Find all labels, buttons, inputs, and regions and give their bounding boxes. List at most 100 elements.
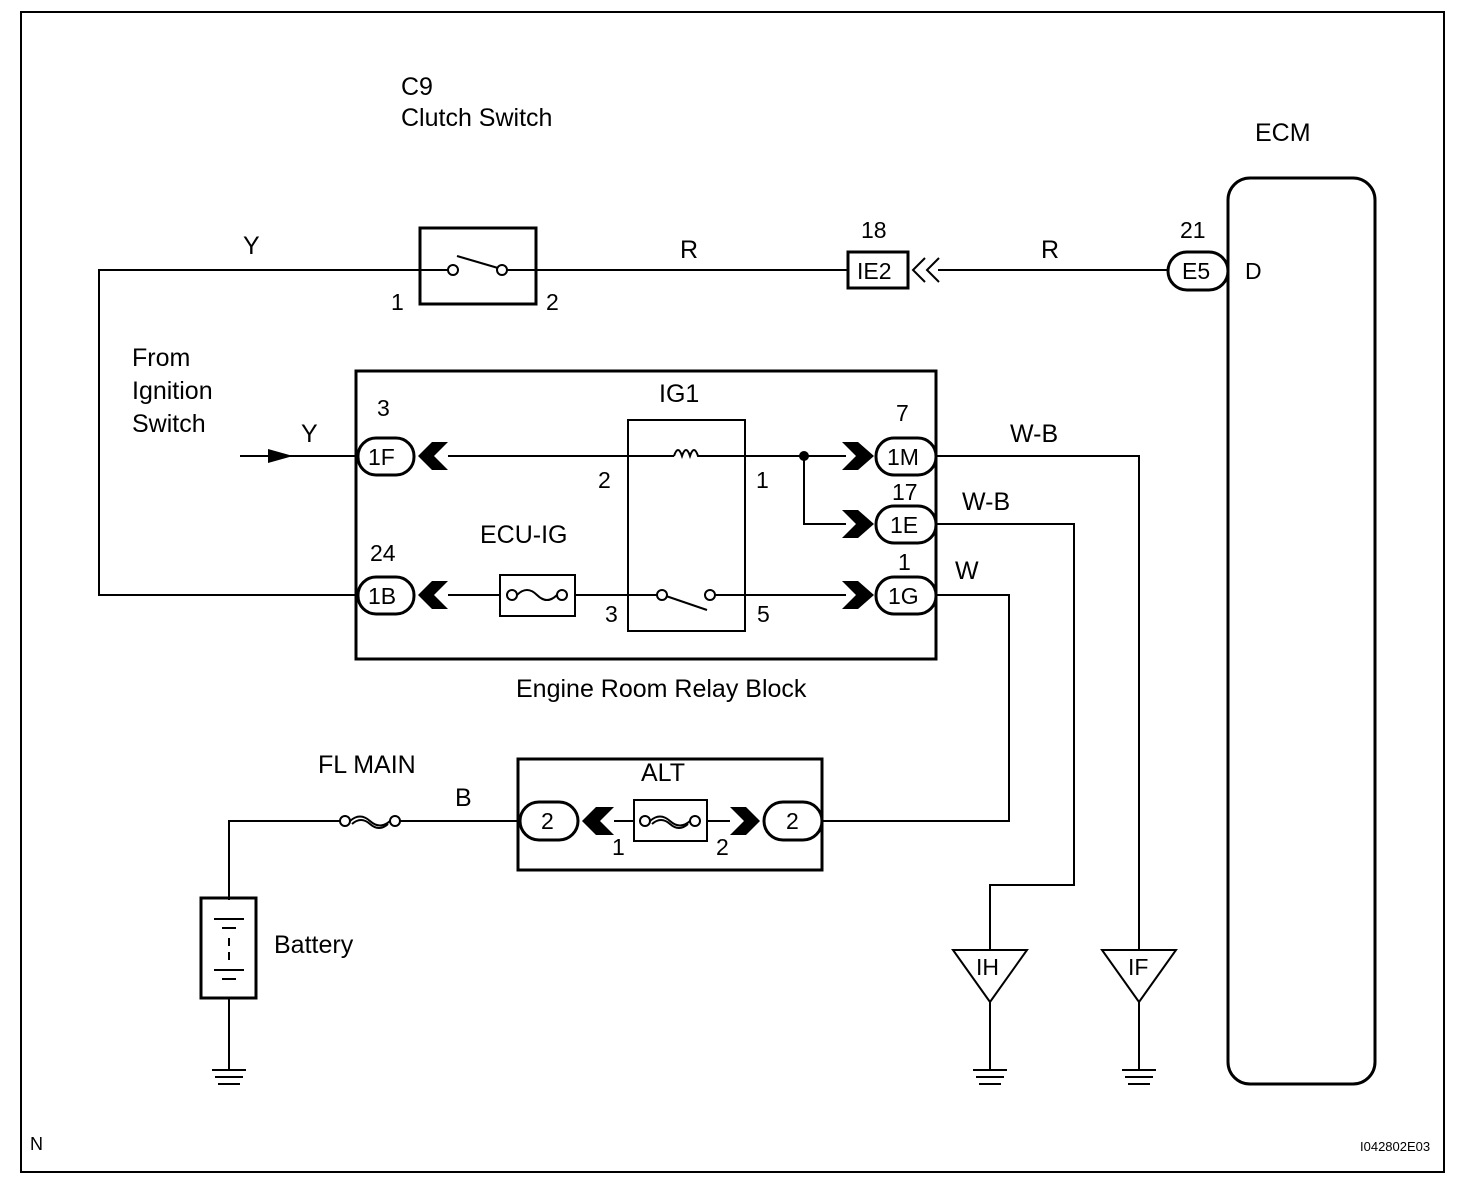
ie2-chevron-1 bbox=[911, 257, 926, 283]
conn-1f-chevron-icon bbox=[418, 442, 448, 470]
wire-label-r-left: R bbox=[680, 236, 698, 264]
clutch-switch-contact-left bbox=[447, 264, 459, 276]
conn-1e-number: 17 bbox=[892, 479, 918, 505]
alt-conn-left bbox=[518, 800, 580, 842]
from-ignition: From Ignition Switch Y bbox=[132, 344, 318, 463]
conn-1e-body bbox=[874, 504, 938, 545]
conn-1g-number: 1 bbox=[898, 549, 911, 575]
ig1-switch-contact-right bbox=[704, 589, 716, 601]
clutch-switch-box bbox=[418, 226, 538, 306]
wire-label-wb-1m: W-B bbox=[1010, 420, 1058, 448]
ecm-terminal-d: D bbox=[1245, 258, 1262, 284]
clutch-switch-pin1: 1 bbox=[391, 289, 404, 315]
ecm-box bbox=[1226, 176, 1377, 1086]
ecm-label: ECM bbox=[1255, 119, 1311, 147]
relay-block-label: Engine Room Relay Block bbox=[516, 675, 807, 703]
fl-main-label: FL MAIN bbox=[318, 751, 416, 779]
fl-main-end-left bbox=[339, 815, 351, 827]
ig1-pin-2: 2 bbox=[598, 467, 611, 493]
ignition-arrow-icon bbox=[268, 449, 293, 463]
conn-1g-label: 1G bbox=[888, 583, 919, 609]
wire-y-loop bbox=[98, 269, 420, 596]
ig1-label: IG1 bbox=[659, 380, 699, 408]
conn-1g-chevron-icon bbox=[842, 581, 874, 609]
ecu-ig-fuse-end-right bbox=[556, 589, 568, 601]
ecu-ig-fuse-end-left bbox=[506, 589, 518, 601]
wire-label-wb-1e: W-B bbox=[962, 488, 1010, 516]
conn-1f-body bbox=[356, 436, 416, 477]
ground-point-if: IF bbox=[1100, 949, 1178, 1085]
conn-1m-number: 7 bbox=[896, 400, 909, 426]
conn-1b-body bbox=[356, 575, 416, 616]
ig1-pin-3: 3 bbox=[605, 601, 618, 627]
from-ignition-line1: From bbox=[132, 344, 190, 372]
alt-conn-right bbox=[762, 800, 824, 842]
battery-box bbox=[199, 896, 258, 1000]
wire-wb-1m bbox=[936, 455, 1140, 950]
ig1-relay-box bbox=[627, 419, 746, 632]
wire-branch-1e bbox=[803, 456, 846, 525]
alt-pin-1: 1 bbox=[612, 834, 625, 860]
ecm: ECM 21 E5 D bbox=[1166, 119, 1377, 1086]
battery: Battery bbox=[199, 896, 354, 1000]
ig1-switch-blade bbox=[665, 595, 708, 611]
relay-block-box bbox=[354, 369, 938, 661]
alt-fusible-link-icon bbox=[649, 815, 691, 827]
alt: ALT 2 2 1 2 bbox=[516, 757, 824, 872]
conn-1b-label: 1B bbox=[368, 583, 396, 609]
ie2-pin-number: 18 bbox=[861, 217, 887, 243]
ig1-pin-1: 1 bbox=[756, 467, 769, 493]
from-ignition-line2: Ignition bbox=[132, 377, 213, 405]
fl-main-end-right bbox=[389, 815, 401, 827]
clutch-switch-blade bbox=[456, 255, 499, 269]
wire-label-y-top: Y bbox=[243, 232, 260, 260]
conn-1m-body bbox=[874, 436, 938, 477]
footer-figure-id: I042802E03 bbox=[1360, 1139, 1430, 1154]
conn-1f-number: 3 bbox=[377, 395, 390, 421]
clutch-switch-contact-right bbox=[496, 264, 508, 276]
ecm-connector-label: E5 bbox=[1182, 258, 1210, 284]
ground-if-label: IF bbox=[1128, 954, 1148, 980]
ie2-box bbox=[846, 250, 910, 290]
alt-pin-2: 2 bbox=[716, 834, 729, 860]
ecu-ig-fuse-box bbox=[499, 574, 576, 617]
wire-label-r-right: R bbox=[1041, 236, 1059, 264]
fusible-link-icon-2 bbox=[351, 819, 389, 829]
ig1-pin-5: 5 bbox=[757, 601, 770, 627]
ground-battery bbox=[212, 1069, 246, 1085]
ie2-label: IE2 bbox=[857, 258, 892, 284]
ig1-coil-icon bbox=[673, 449, 702, 460]
conn-1b-chevron-icon bbox=[418, 581, 448, 609]
wire-b-battery bbox=[228, 820, 340, 900]
clutch-switch-name: Clutch Switch bbox=[401, 104, 552, 132]
ecu-ig-label: ECU-IG bbox=[480, 521, 568, 549]
alt-conn-left-label: 2 bbox=[541, 808, 554, 834]
alt-conn-right-label: 2 bbox=[786, 808, 799, 834]
alt-fuse-end-right bbox=[689, 815, 701, 827]
diagram-frame bbox=[20, 11, 1445, 1173]
alt-fusible-link-icon-2 bbox=[651, 819, 689, 829]
conn-1e-label: 1E bbox=[890, 512, 918, 538]
wire-label-b: B bbox=[455, 784, 472, 812]
clutch-switch-code: C9 bbox=[401, 73, 433, 101]
wire-w-1g bbox=[822, 594, 1010, 822]
alt-left-chevron-icon bbox=[582, 807, 614, 835]
from-ignition-line3: Switch bbox=[132, 410, 206, 438]
ecm-connector-e5 bbox=[1166, 250, 1230, 292]
ground-point-ih: IH bbox=[951, 949, 1029, 1085]
alt-right-chevron-icon bbox=[730, 807, 760, 835]
clutch-switch: C9 Clutch Switch 1 2 Y R bbox=[243, 73, 698, 315]
wire-label-y-ignition: Y bbox=[301, 420, 318, 448]
alt-label: ALT bbox=[641, 759, 685, 787]
ie2-connector: 18 IE2 R bbox=[846, 217, 1059, 290]
ie2-chevron-2 bbox=[925, 257, 940, 283]
conn-1f-label: 1F bbox=[368, 444, 395, 470]
battery-label: Battery bbox=[274, 931, 354, 959]
conn-1m-chevron-icon bbox=[842, 442, 874, 470]
wire-wb-1e bbox=[936, 523, 1075, 950]
relay-block: Engine Room Relay Block IG1 2 1 3 5 ECU-… bbox=[354, 369, 1058, 703]
conn-1e-chevron-icon bbox=[842, 510, 874, 538]
fuse-icon bbox=[516, 589, 558, 601]
ecm-pin-number: 21 bbox=[1180, 217, 1206, 243]
